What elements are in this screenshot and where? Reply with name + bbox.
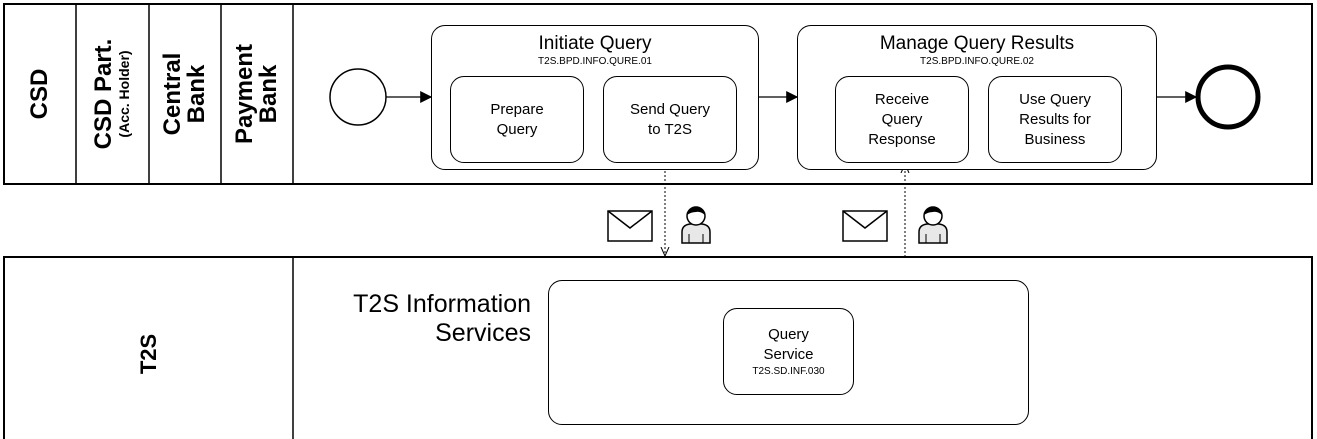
top-pool <box>3 3 1313 185</box>
csd-part-label: CSD Part. <box>90 38 117 150</box>
acc-holder-label: (Acc. Holder) <box>116 50 132 138</box>
start-event <box>329 68 387 126</box>
query-service-code: T2S.SD.INF.030 <box>752 366 825 377</box>
bottom-pool <box>3 256 1313 439</box>
csd-label: CSD <box>26 68 53 120</box>
payment-bank-label: Payment Bank <box>231 43 282 145</box>
task-receive-query-response[interactable]: Receive Query Response <box>835 76 969 163</box>
lane-label-csd-participant: CSD Part. (Acc. Holder) <box>90 38 132 150</box>
person-icon <box>918 206 948 244</box>
envelope-icon <box>842 210 888 242</box>
manage-query-results-title: Manage Query Results <box>879 33 1075 54</box>
central-bank-label: Central Bank <box>159 52 210 136</box>
manage-query-results-code: T2S.BPD.INFO.QURE.02 <box>920 56 1034 67</box>
lane-label-payment-bank: Payment Bank <box>209 44 305 144</box>
query-service-label: Query Service <box>763 326 814 363</box>
person-icon <box>681 206 711 244</box>
envelope-icon <box>607 210 653 242</box>
t2s-label: T2S <box>136 333 161 375</box>
task-prepare-query[interactable]: Prepare Query <box>450 76 584 163</box>
lane-label-csd: CSD <box>26 68 53 120</box>
initiate-query-title: Initiate Query <box>538 33 652 54</box>
task-query-service[interactable]: Query Service T2S.SD.INF.030 <box>723 308 854 395</box>
task-send-query[interactable]: Send Query to T2S <box>603 76 737 163</box>
lane-label-t2s: T2S <box>136 333 161 375</box>
end-event <box>1195 64 1261 130</box>
task-use-query-results[interactable]: Use Query Results for Business <box>988 76 1122 163</box>
initiate-query-code: T2S.BPD.INFO.QURE.01 <box>538 56 652 67</box>
information-services-title: T2S Information Services <box>353 290 531 347</box>
